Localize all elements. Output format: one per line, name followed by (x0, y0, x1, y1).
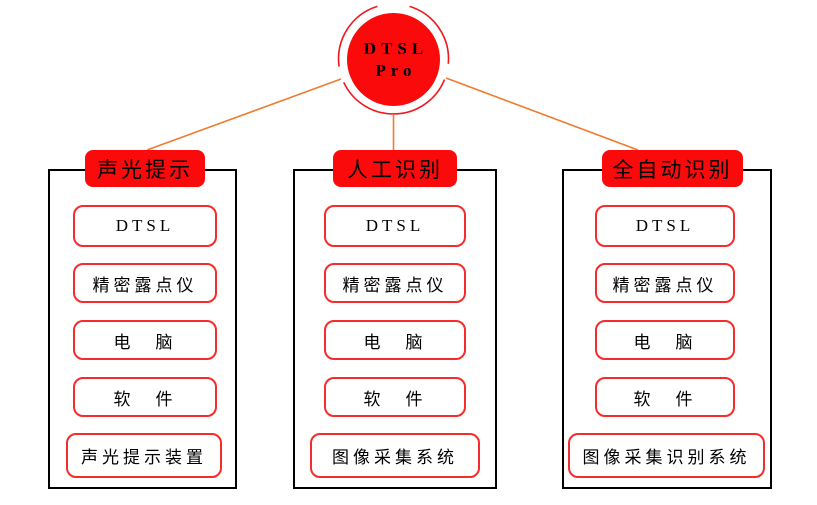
item-box: DTSL (324, 205, 466, 247)
root-node: DTSL Pro (347, 13, 440, 106)
column-header-automatic: 全自动识别 (602, 150, 743, 187)
item-box: 电 脑 (595, 320, 735, 360)
item-box: 精密露点仪 (73, 263, 217, 303)
item-box: DTSL (73, 205, 217, 247)
item-box: 电 脑 (324, 320, 466, 360)
item-box: 软 件 (73, 377, 217, 417)
column-header-sound-light: 声光提示 (85, 150, 205, 187)
connector-right (445, 77, 639, 151)
item-box: 声光提示装置 (66, 433, 222, 478)
root-title-line1: DTSL (363, 39, 429, 58)
item-box: 电 脑 (73, 320, 217, 360)
item-box: 软 件 (595, 377, 735, 417)
root-title-line2: Pro (375, 61, 417, 80)
item-box: 图像采集识别系统 (568, 433, 765, 478)
item-box: DTSL (595, 205, 735, 247)
column-header-manual: 人工识别 (333, 150, 457, 187)
connector-left (146, 78, 342, 151)
item-box: 精密露点仪 (595, 263, 735, 303)
item-box: 软 件 (324, 377, 466, 417)
item-box: 精密露点仪 (324, 263, 466, 303)
item-box: 图像采集系统 (310, 433, 480, 478)
